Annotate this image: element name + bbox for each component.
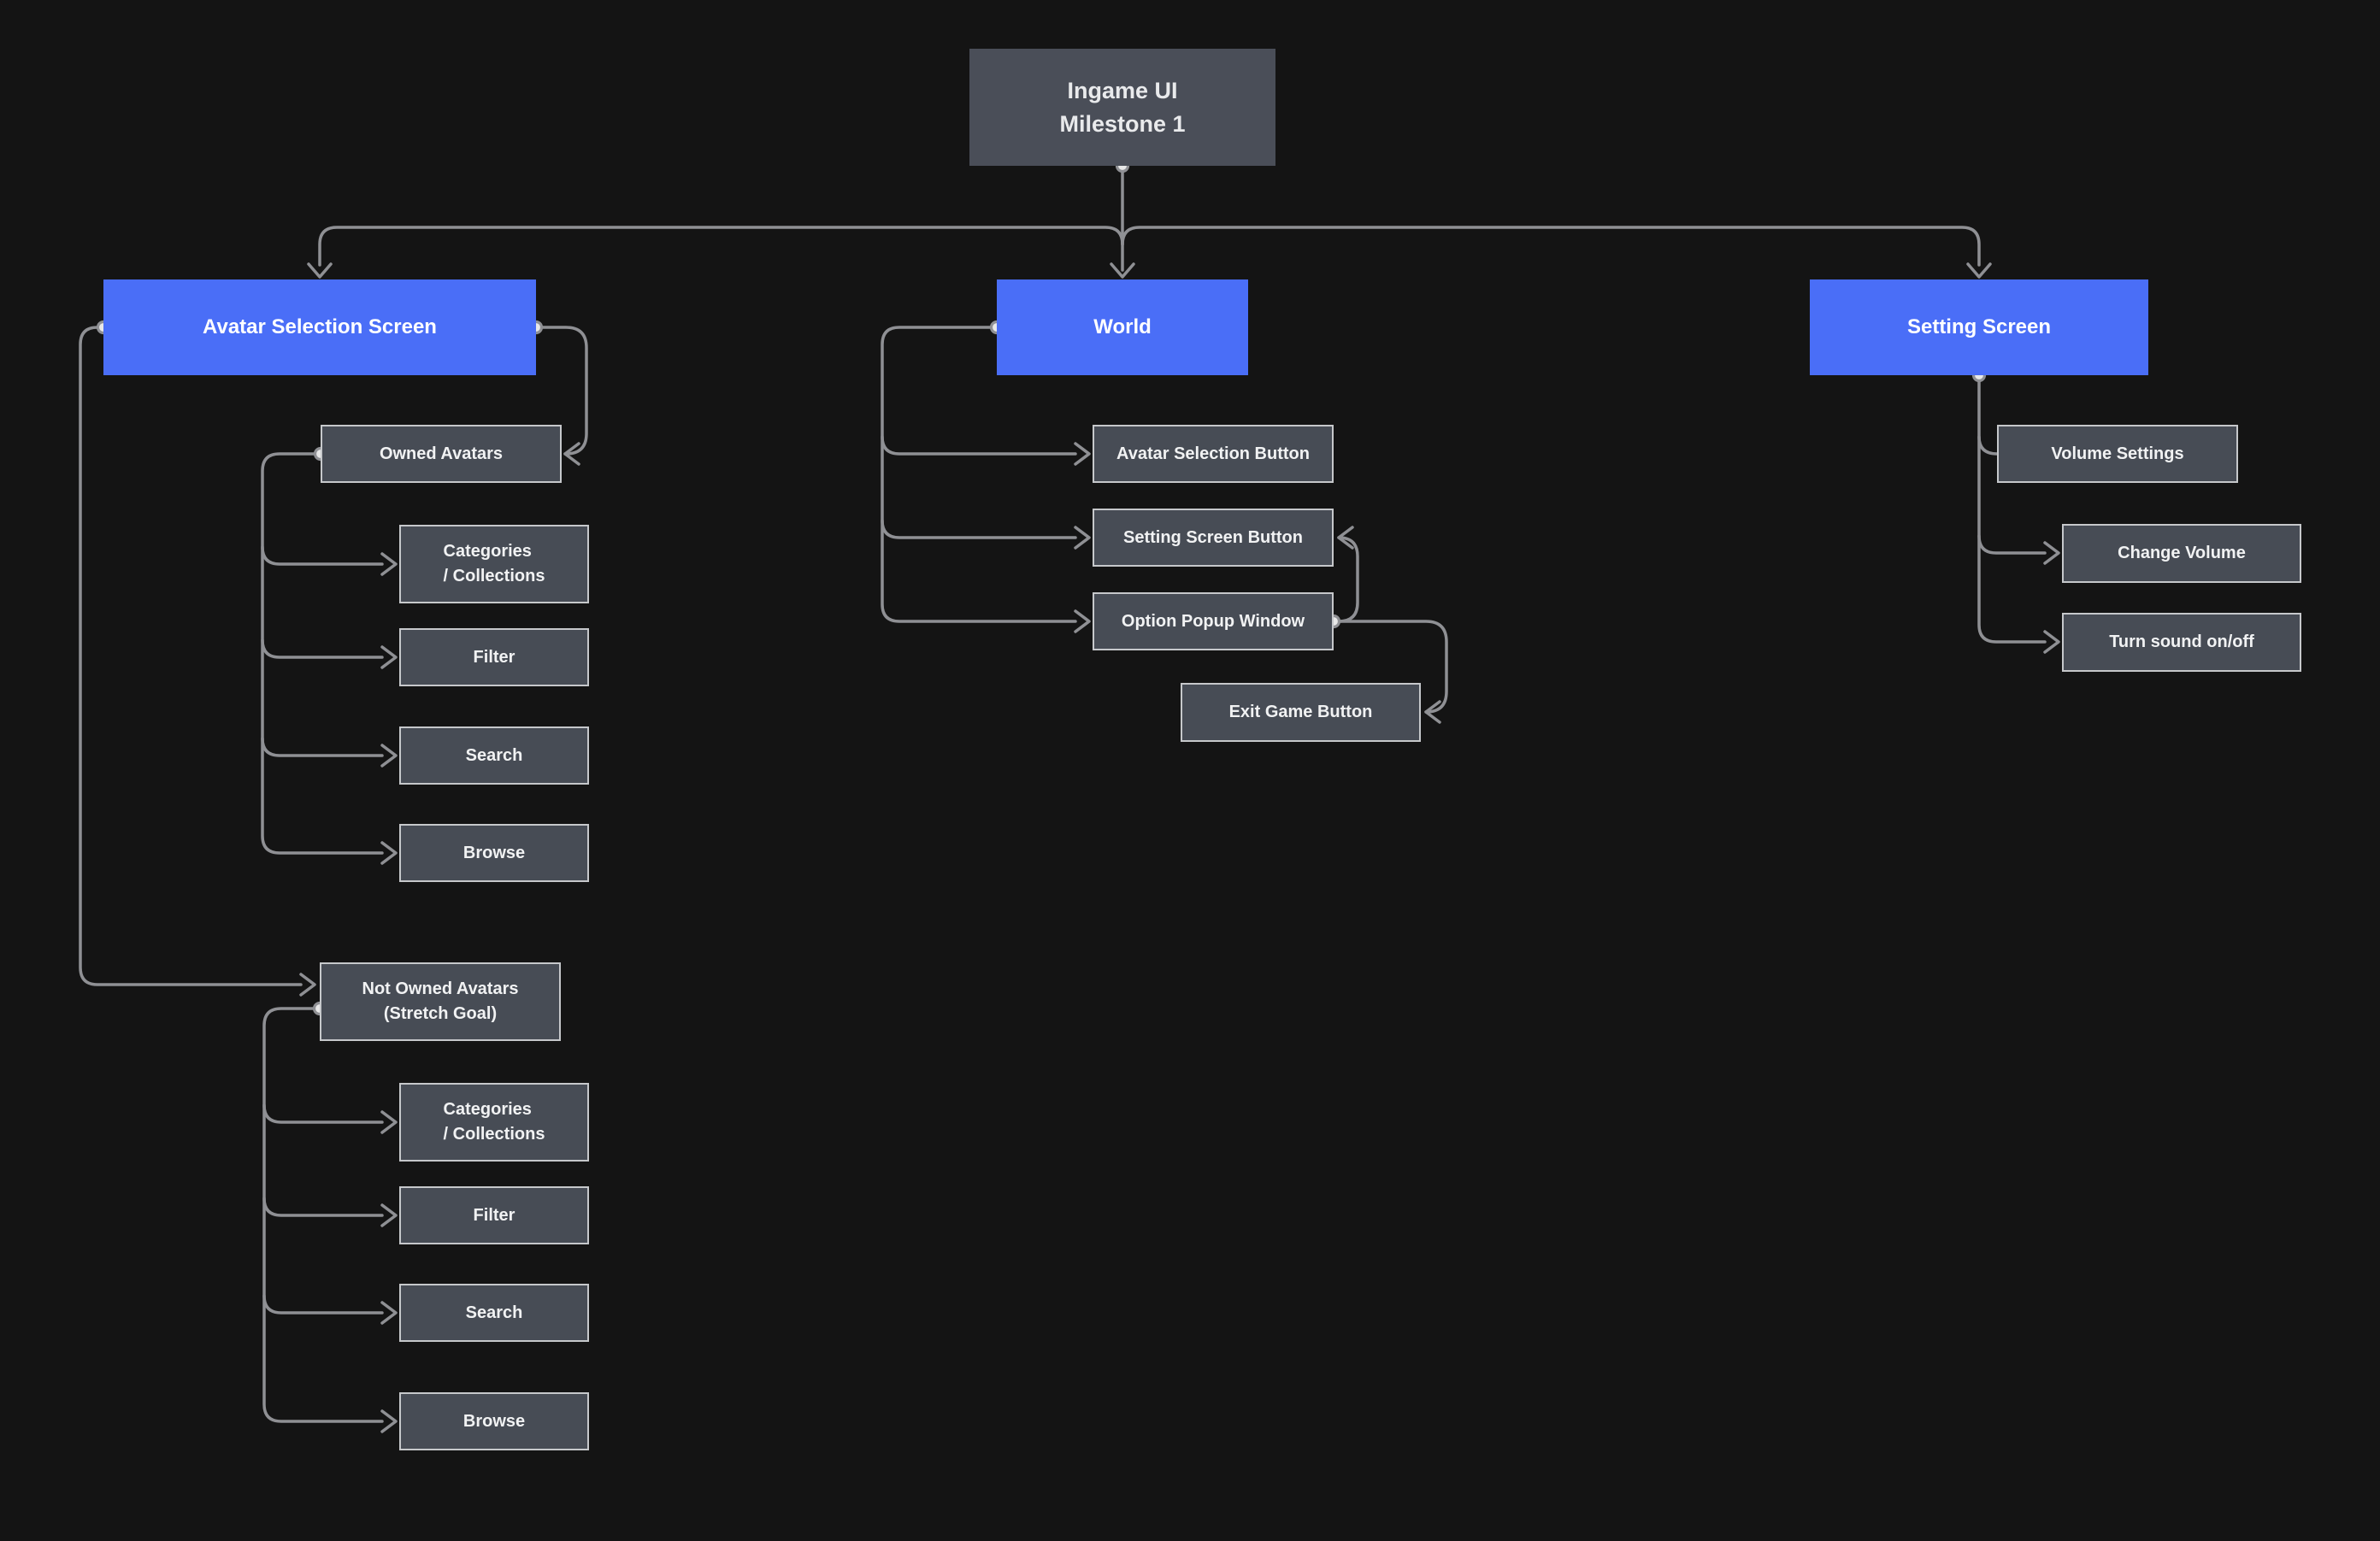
node-label: Categories (443, 1100, 532, 1119)
node-option-popup-window[interactable]: Option Popup Window (1093, 592, 1334, 650)
node-avatar-selection-button[interactable]: Avatar Selection Button (1093, 425, 1334, 483)
connector-world-to-setting-button (881, 519, 1077, 539)
connector-avatar-screen-to-not-owned (79, 326, 303, 986)
connector-option-to-exit-button (1332, 620, 1448, 714)
node-volume-settings[interactable]: Volume Settings (1997, 425, 2238, 483)
arrowhead-into-setting-screen (1966, 262, 1992, 279)
connector-avatar-screen-to-owned (534, 326, 588, 456)
node-owned-avatars[interactable]: Owned Avatars (321, 425, 562, 483)
connector-owned-to-filter (261, 638, 384, 659)
node-label: Setting Screen Button (1122, 527, 1303, 547)
node-label: Search (465, 1303, 523, 1322)
arrowhead-loop-into-setting-button (1337, 526, 1354, 550)
node-turn-sound-on-off[interactable]: Turn sound on/off (2062, 613, 2301, 672)
connector-world-trunk (881, 326, 1077, 623)
arrowhead-into-option-popup (1074, 609, 1091, 633)
node-label: Exit Game Button (1228, 703, 1373, 721)
node-label: Ingame UI (1067, 78, 1178, 104)
connector-owned-to-search (261, 737, 384, 757)
node-label: Avatar Selection Button (1116, 444, 1310, 463)
node-browse-owned[interactable]: Browse (399, 824, 589, 882)
node-filter-owned[interactable]: Filter (399, 628, 589, 686)
node-ingame-ui-milestone[interactable]: Ingame UI Milestone 1 (969, 49, 1275, 166)
connector-not-owned-trunk (262, 1007, 384, 1423)
connector-owned-trunk (261, 452, 384, 855)
arrowhead-into-avatar-screen (307, 262, 333, 279)
node-not-owned-avatars[interactable]: Not Owned Avatars (Stretch Goal) (320, 962, 561, 1041)
arrowhead-into-filter-owned (380, 645, 398, 669)
arrowhead-into-filter-not-owned (380, 1203, 398, 1227)
node-browse-not-owned[interactable]: Browse (399, 1392, 589, 1450)
arrowhead-into-exit-button (1424, 700, 1441, 724)
node-label: Setting Screen (1906, 315, 2052, 338)
node-label: Turn sound on/off (2109, 632, 2254, 651)
connector-owned-to-categories (261, 545, 384, 566)
arrowhead-into-search-not-owned (380, 1301, 398, 1325)
connector-option-to-setting-button (1332, 536, 1359, 623)
arrowhead-into-search-owned (380, 744, 398, 768)
node-world[interactable]: World (997, 279, 1248, 375)
node-setting-screen[interactable]: Setting Screen (1810, 279, 2148, 375)
node-label: Browse (462, 843, 526, 862)
connector-not-owned-to-search (262, 1294, 384, 1315)
node-label: Browse (462, 1411, 526, 1431)
connector-not-owned-to-filter (262, 1197, 384, 1217)
arrowhead-into-categories-owned (380, 552, 398, 576)
node-change-volume[interactable]: Change Volume (2062, 524, 2301, 583)
node-setting-screen-button[interactable]: Setting Screen Button (1093, 509, 1334, 567)
arrowhead-into-browse-owned (380, 841, 398, 865)
arrowhead-into-setting-button (1074, 526, 1091, 550)
arrowhead-into-avatar-button (1074, 442, 1091, 466)
node-label: / Collections (443, 1125, 545, 1144)
arrowhead-into-browse-not-owned (380, 1409, 398, 1433)
node-categories-collections-not-owned[interactable]: Categories / Collections (399, 1083, 589, 1162)
node-label: Change Volume (2118, 544, 2246, 562)
arrowhead-into-world (1110, 262, 1135, 279)
node-filter-not-owned[interactable]: Filter (399, 1186, 589, 1244)
connector-root-to-setting-screen (1121, 226, 1981, 267)
node-label: Search (465, 745, 523, 765)
connector-world-to-avatar-button (881, 435, 1077, 456)
node-label: Filter (473, 1205, 515, 1225)
arrowhead-into-turn-sound (2043, 630, 2060, 654)
connector-not-owned-to-categories (262, 1103, 384, 1124)
node-search-not-owned[interactable]: Search (399, 1284, 589, 1342)
connector-setting-trunk (1977, 373, 2047, 644)
arrowhead-into-categories-not-owned (380, 1110, 398, 1134)
node-label: Milestone 1 (1059, 110, 1186, 137)
node-label: Option Popup Window (1121, 611, 1305, 631)
node-label: Volume Settings (2051, 444, 2184, 463)
connector-setting-to-volume (1977, 435, 1999, 456)
arrowhead-into-not-owned (299, 973, 316, 997)
node-label: Not Owned Avatars (362, 979, 519, 998)
connector-setting-to-change-volume (1977, 534, 2047, 555)
node-label: Owned Avatars (379, 444, 504, 463)
node-avatar-selection-screen[interactable]: Avatar Selection Screen (103, 279, 536, 375)
node-label: Categories (443, 542, 532, 561)
node-categories-collections-owned[interactable]: Categories / Collections (399, 525, 589, 603)
arrowhead-into-change-volume (2043, 541, 2060, 565)
node-label: World (1093, 315, 1152, 338)
node-search-owned[interactable]: Search (399, 726, 589, 785)
node-label: (Stretch Goal) (383, 1004, 498, 1023)
node-exit-game-button[interactable]: Exit Game Button (1181, 683, 1421, 742)
arrowhead-into-owned (563, 442, 580, 466)
node-label: Avatar Selection Screen (203, 315, 437, 338)
connector-root-to-avatar-screen (318, 226, 1124, 267)
node-label: Filter (473, 647, 515, 667)
node-label: / Collections (443, 567, 545, 585)
